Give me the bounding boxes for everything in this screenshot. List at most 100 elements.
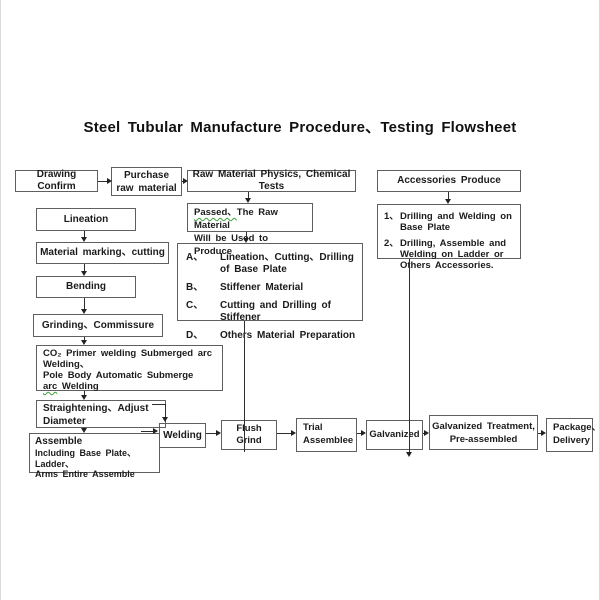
node-passed-material: Passed、The Raw Material Will be Used to …	[187, 203, 313, 257]
node-label-line2: Diameter	[43, 415, 86, 427]
arrowhead	[153, 428, 158, 434]
node-assemble: Assemble Including Base Plate、Ladder、 Ar…	[29, 433, 160, 479]
node-label-rest: Welding	[57, 381, 99, 392]
node-label-line1: Trial	[303, 422, 323, 433]
connector-co2-to-straightening	[84, 391, 85, 396]
node-lineation: Lineation	[36, 208, 136, 231]
arrowhead	[406, 452, 412, 457]
connector-preplist-drop-line	[244, 321, 245, 452]
arrowhead	[445, 199, 451, 204]
connector-lineation-to-marking	[84, 231, 85, 238]
node-label-line3: Pole Body Automatic Submerge	[43, 370, 194, 381]
node-grinding-commissure: Grinding、Commissure	[33, 314, 163, 337]
connector-trial-to-galvanized	[357, 433, 362, 434]
node-galvanized-treatment: Galvanized Treatment, Pre-assembled	[429, 415, 538, 450]
node-label-line2: Delivery	[553, 435, 590, 446]
connector-tests-to-passed	[248, 192, 249, 199]
node-label-line2: Assemblee	[303, 435, 354, 446]
node-flush-grind: Flush Grind	[221, 420, 277, 450]
node-label-line1: Passed、The Raw Material	[194, 206, 308, 232]
node-galvanized: Galvanized	[366, 420, 423, 450]
node-label-line1: Galvanized Treatment,	[432, 420, 535, 432]
list-key: C、	[186, 300, 204, 311]
node-label-line1: Package、	[553, 422, 600, 433]
node-co2-primer-welding: CO₂ Primer welding Submerged arc Welding…	[36, 345, 223, 392]
connector-drawing-to-purchase	[98, 181, 108, 182]
list-key: A、	[186, 252, 204, 263]
node-package-delivery: Package、 Delivery	[546, 418, 600, 452]
node-label: Welding	[163, 429, 202, 441]
arrowhead	[81, 340, 87, 345]
node-label-line1: Straightening、Adjust	[43, 403, 149, 414]
spellcheck-underlined-word: arc	[43, 381, 58, 392]
list-item: B、 Stiffener Material	[186, 282, 358, 294]
node-label: Material marking、cutting	[40, 247, 165, 258]
connector-treatment-to-package	[538, 433, 542, 434]
list-key: B、	[186, 282, 204, 293]
arrowhead	[541, 430, 546, 436]
node-straightening-adjust-diameter: Straightening、Adjust Diameter	[36, 400, 166, 428]
arrowhead	[243, 238, 249, 243]
list-text: Cutting and Drilling of Stiffener	[220, 300, 331, 323]
node-label-line1: CO₂ Primer welding Submerged arc	[43, 348, 213, 359]
arrowhead	[291, 430, 296, 436]
list-key: 1、	[384, 211, 399, 222]
arrowhead	[361, 430, 366, 436]
list-text: Stiffener Material	[220, 282, 304, 293]
node-material-preparation-list: A、 Lineation、Cutting、Drilling of Base Pl…	[177, 243, 363, 341]
node-purchase-raw-material: Purchase raw material	[111, 167, 182, 196]
node-label: Grinding、Commissure	[41, 319, 155, 331]
arrowhead	[183, 178, 188, 184]
node-raw-material-tests: Raw Material Physics, Chemical Tests	[187, 169, 356, 192]
arrowhead	[424, 430, 429, 436]
node-material-marking-cutting: Material marking、cutting	[36, 242, 169, 264]
list-item: A、 Lineation、Cutting、Drilling of Base Pl…	[186, 252, 358, 276]
list-text: Lineation、Cutting、Drilling of Base Plate	[220, 252, 354, 275]
connector-straightening-elbow-v	[165, 404, 166, 418]
node-label-line1: Including Base Plate、Ladder、	[35, 448, 137, 469]
node-label-line2: Pre-assembled	[449, 433, 518, 445]
node-label-line2: Welding、	[43, 359, 90, 370]
node-label-line2: raw material	[116, 182, 177, 194]
node-label-rest: The Raw Material	[194, 207, 278, 231]
connector-accessorylist-drop-line	[409, 259, 410, 452]
node-label: Raw Material Physics, Chemical Tests	[192, 169, 351, 192]
arrowhead	[81, 237, 87, 242]
list-item: C、 Cutting and Drilling of Stiffener	[186, 300, 358, 324]
node-label-line1: Purchase	[123, 169, 170, 181]
list-item: D、 Others Material Preparation	[186, 330, 358, 342]
connector-welding-to-flush	[206, 433, 217, 434]
connector-passed-to-preplist	[246, 232, 247, 239]
node-label-line2: Will be Used to Produce	[194, 233, 269, 257]
node-label-line4: arc Welding	[43, 381, 218, 392]
arrowhead	[107, 178, 112, 184]
node-label: Galvanized	[369, 429, 420, 440]
node-label: Accessories Produce	[397, 175, 501, 186]
node-label: Flush Grind	[236, 423, 262, 446]
arrowhead	[216, 430, 221, 436]
node-welding: Welding	[159, 423, 206, 448]
arrowhead	[162, 417, 168, 422]
list-key: D、	[186, 330, 204, 341]
connector-assemble-to-welding	[141, 431, 154, 432]
list-item: 1、 Drilling and Welding on Base Plate	[384, 211, 516, 233]
connector-marking-to-bending	[84, 264, 85, 272]
connector-straightening-to-assemble	[81, 428, 87, 433]
node-trial-assemble: Trial Assemblee	[296, 418, 357, 452]
arrowhead	[81, 271, 87, 276]
connector-straightening-elbow-h	[152, 404, 165, 405]
list-text: Drilling, Assemble and Welding on Ladder…	[400, 238, 507, 271]
arrowhead	[81, 395, 87, 400]
connector-grinding-to-co2	[84, 337, 85, 341]
spellcheck-underlined-word: Passed、	[194, 207, 237, 218]
node-drawing-confirm: Drawing Confirm	[15, 169, 98, 192]
connector-flush-to-trial	[277, 433, 292, 434]
connector-bending-to-grinding	[84, 298, 85, 310]
node-label: Bending	[66, 281, 106, 292]
list-item: 2、 Drilling, Assemble and Welding on Lad…	[384, 238, 516, 271]
node-accessory-work-list: 1、 Drilling and Welding on Base Plate 2、…	[377, 204, 521, 271]
node-heading: Assemble	[35, 436, 83, 447]
node-bending: Bending	[36, 276, 136, 298]
node-label: Drawing Confirm	[36, 169, 77, 192]
